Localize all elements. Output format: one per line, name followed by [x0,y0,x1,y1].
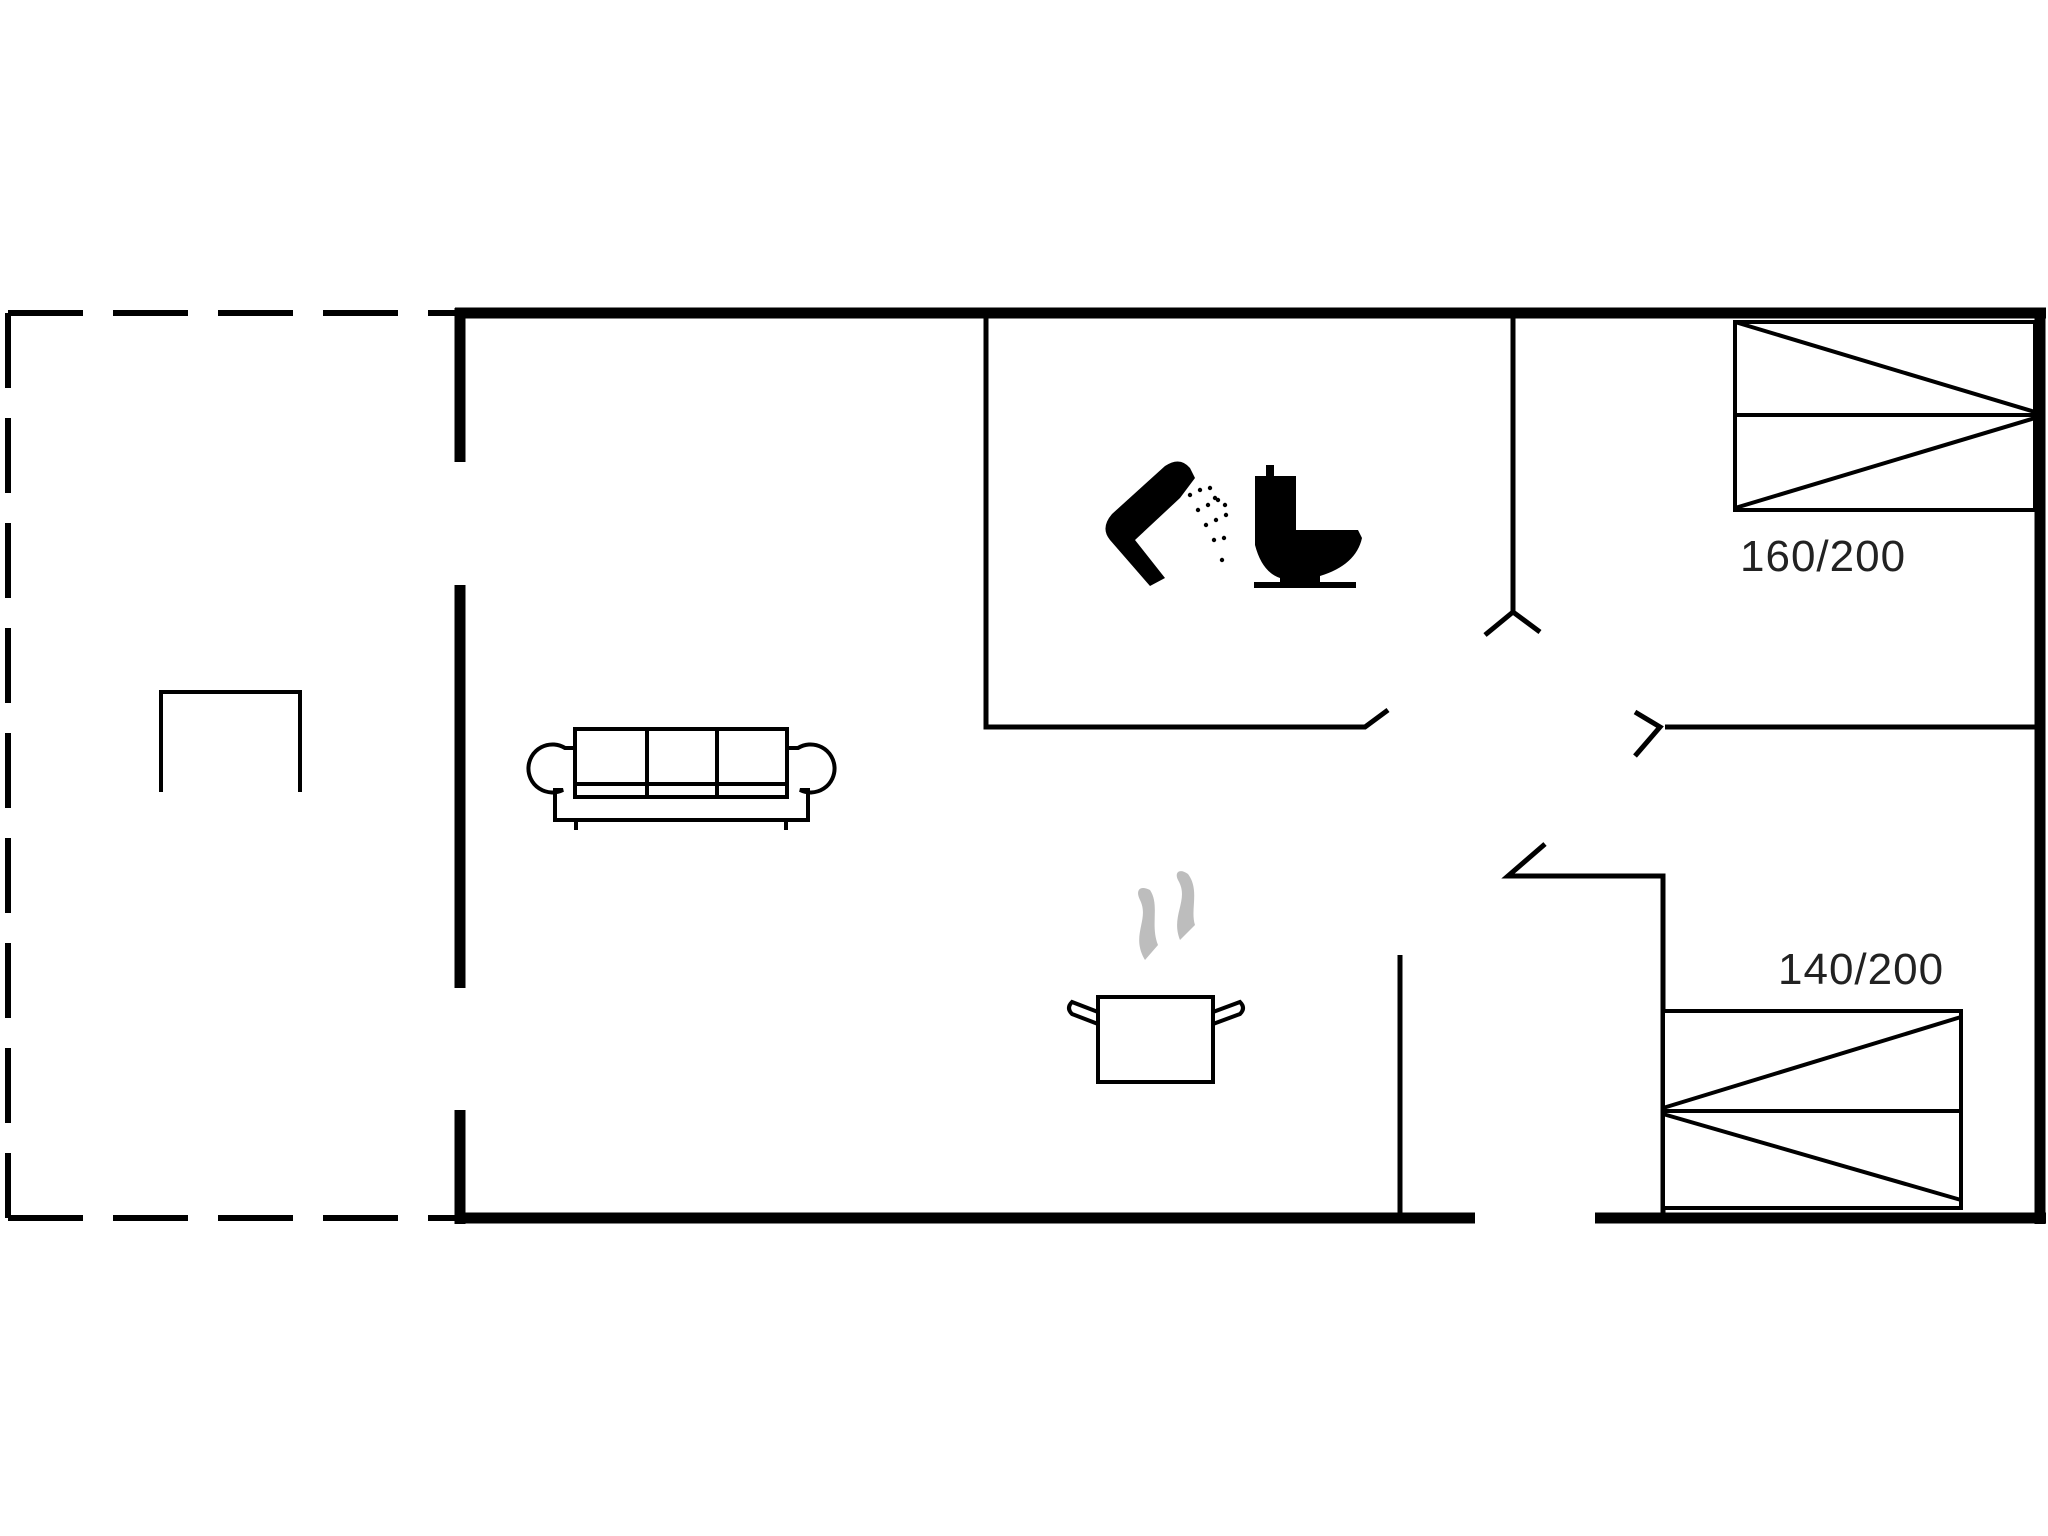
bed-icon [1733,320,2037,512]
cooking-pot-icon [1067,871,1245,1084]
terrace-outline [5,310,455,1221]
table-icon [159,690,302,792]
bed-size-label-2: 140/200 [1778,945,1945,994]
bed-icon [1661,1009,1963,1210]
exterior-walls [454,307,2046,1224]
toilet-icon [1254,465,1362,588]
shower-icon [1105,461,1229,586]
sofa-icon [526,727,837,830]
bed-size-label-1: 160/200 [1740,532,1907,581]
interior-walls [983,313,2040,1218]
